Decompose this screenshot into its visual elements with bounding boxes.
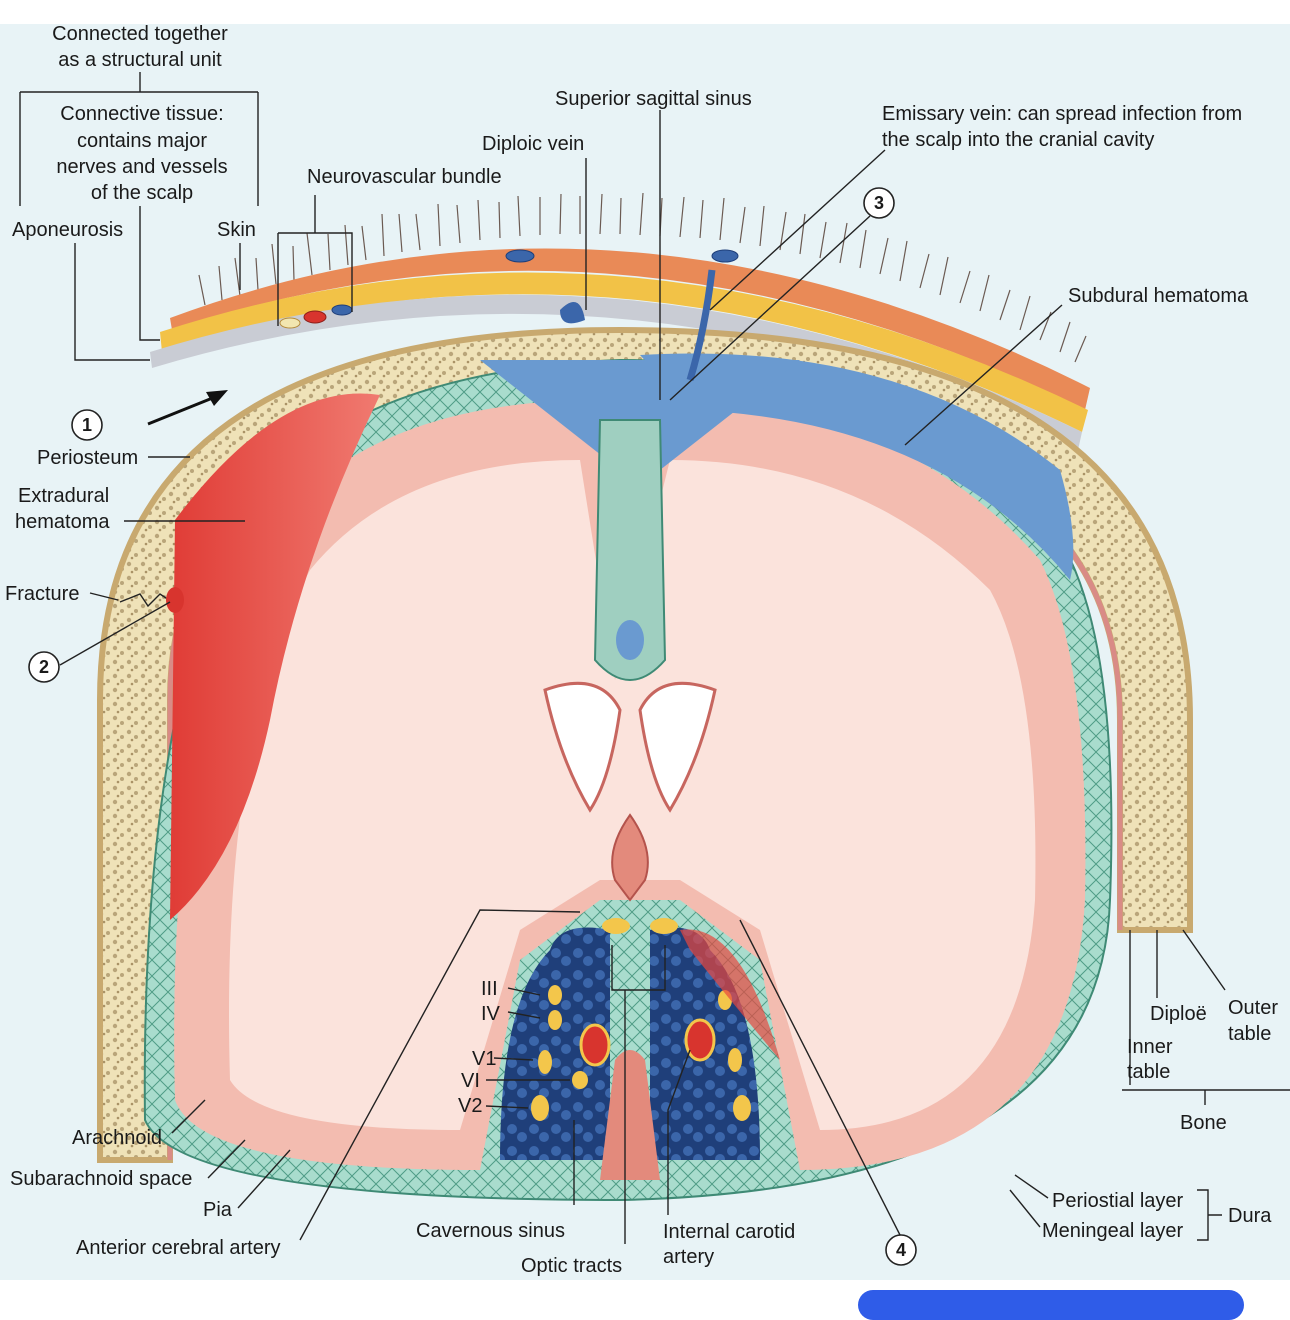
label-optic-tracts: Optic tracts	[521, 1255, 622, 1277]
label-arachnoid: Arachnoid	[72, 1127, 162, 1149]
label-extradural-hematoma-1: Extradural	[18, 485, 109, 507]
label-outer-table-2: table	[1228, 1023, 1271, 1045]
label-structural-unit-2: as a structural unit	[58, 49, 222, 71]
label-connective-tissue-1: Connective tissue:	[60, 103, 223, 125]
label-extradural-hematoma-2: hematoma	[15, 511, 110, 533]
label-superior-sagittal-sinus: Superior sagittal sinus	[555, 88, 752, 110]
label-fracture: Fracture	[5, 583, 79, 605]
pituitary	[600, 1050, 660, 1180]
label-neurovascular-bundle: Neurovascular bundle	[307, 166, 502, 188]
falx-sinus	[616, 620, 644, 660]
label-nerve-v2: V2	[458, 1095, 482, 1117]
label-skin: Skin	[217, 219, 256, 241]
label-connective-tissue-3: nerves and vessels	[56, 156, 227, 178]
label-nerve-vi: VI	[461, 1070, 480, 1092]
label-nerve-iv: IV	[481, 1003, 501, 1025]
label-internal-carotid-1: Internal carotid	[663, 1221, 795, 1243]
label-connective-tissue-2: contains major	[77, 130, 207, 152]
hair-strands	[198, 192, 1087, 363]
scalp-vessels	[279, 249, 739, 382]
marker-2-text: 2	[39, 657, 49, 677]
label-diploic-vein: Diploic vein	[482, 133, 584, 155]
internal-carotid-left	[579, 1023, 611, 1067]
cavernous-sinus-left	[500, 927, 610, 1160]
marker-2: 2	[28, 651, 60, 683]
subdural-hematoma	[640, 353, 1074, 580]
bottom-action-pill[interactable]	[858, 1290, 1244, 1320]
label-pia: Pia	[203, 1199, 233, 1221]
cavernous-bleed	[680, 929, 780, 1060]
arrow-1-head	[206, 390, 228, 406]
marker-1: 1	[71, 409, 103, 441]
label-periosteum: Periosteum	[37, 447, 138, 469]
label-subarachnoid-space: Subarachnoid space	[10, 1168, 192, 1190]
label-periostial-layer: Periostial layer	[1052, 1190, 1184, 1212]
lateral-ventricle-right	[638, 681, 717, 813]
label-cavernous-sinus: Cavernous sinus	[416, 1220, 565, 1242]
label-inner-table-2: table	[1127, 1061, 1170, 1083]
label-emissary-vein-1: Emissary vein: can spread infection from	[882, 103, 1242, 125]
label-diploe: Diploë	[1150, 1003, 1207, 1025]
arrow-1	[147, 393, 221, 426]
label-inner-table-1: Inner	[1127, 1036, 1173, 1058]
marker-4: 4	[885, 1234, 917, 1266]
label-connective-tissue-4: of the scalp	[91, 182, 193, 204]
middle-meningeal-bleed	[166, 587, 184, 613]
marker-1-text: 1	[82, 415, 92, 435]
marker-4-text: 4	[896, 1240, 906, 1260]
label-structural-unit-1: Connected together	[52, 23, 228, 45]
label-meningeal-layer: Meningeal layer	[1042, 1220, 1184, 1242]
lateral-ventricle-left	[543, 681, 622, 813]
leader-lines	[19, 72, 1290, 1244]
marker-3: 3	[863, 187, 895, 219]
label-nerve-v1: V1	[472, 1048, 496, 1070]
skin-layer	[170, 248, 1090, 410]
internal-carotid-right	[684, 1018, 716, 1062]
brain-white-matter	[229, 460, 1036, 1130]
label-dura: Dura	[1228, 1205, 1272, 1227]
extradural-hematoma	[170, 393, 380, 920]
third-ventricle	[611, 813, 649, 902]
label-nerve-iii: III	[481, 978, 498, 1000]
label-aponeurosis: Aponeurosis	[12, 219, 123, 241]
marker-3-text: 3	[874, 193, 884, 213]
label-internal-carotid-2: artery	[663, 1246, 714, 1268]
connective-tissue-layer	[160, 272, 1088, 432]
cranial-nerves	[531, 918, 751, 1121]
superior-sagittal-sinus	[480, 360, 800, 470]
label-outer-table-1: Outer	[1228, 997, 1278, 1019]
label-bone: Bone	[1180, 1112, 1227, 1134]
label-subdural-hematoma: Subdural hematoma	[1068, 285, 1249, 307]
falx	[593, 419, 667, 681]
label-emissary-vein-2: the scalp into the cranial cavity	[882, 129, 1154, 151]
fracture-line	[119, 593, 173, 608]
label-anterior-cerebral-artery: Anterior cerebral artery	[76, 1237, 281, 1259]
